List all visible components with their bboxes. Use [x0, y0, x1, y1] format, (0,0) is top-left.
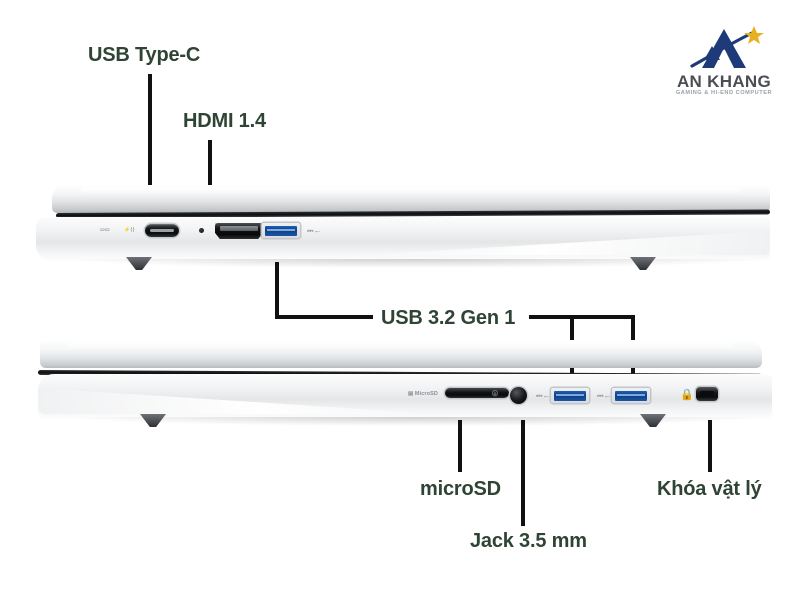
port-audio-jack — [510, 387, 527, 404]
port-usb-3-2-gen1-first — [551, 388, 589, 403]
port-hdmi — [215, 223, 263, 239]
usb-port-insert — [554, 390, 586, 401]
leader-line-usb-type-c — [148, 74, 152, 232]
padlock-icon: 🔒 — [680, 389, 694, 401]
usb-c-power-marking: ▭▭ — [100, 227, 110, 233]
port-usb-type-c — [145, 224, 179, 237]
callout-label-usb-type-c: USB Type-C — [88, 44, 201, 66]
callout-label-hdmi: HDMI 1.4 — [183, 110, 266, 132]
port-usb-3-2-gen1 — [262, 223, 300, 238]
brand-tagline: GAMING & HI-END COMPUTER — [675, 90, 773, 96]
usb-port-insert — [615, 390, 647, 401]
laptop-drop-shadow-top — [70, 259, 760, 268]
microsd-silkscreen-label: ▤ MicroSD — [408, 391, 438, 397]
status-led-pinhole — [199, 228, 204, 233]
usb-port-insert — [265, 225, 297, 236]
laptop-left-side-view: ▭▭ ⚡⟨⟩ HDMI ⎓← — [30, 185, 771, 275]
thunderbolt-icon: ⚡⟨⟩ — [124, 227, 135, 233]
port-usb-3-2-gen1-second — [612, 388, 650, 403]
leader-line-usb32-top-horizontal — [275, 315, 373, 319]
leader-line-microsd — [458, 404, 462, 472]
port-microsd — [445, 388, 509, 398]
callout-label-microsd: microSD — [420, 478, 501, 500]
leader-line-jack — [521, 404, 525, 526]
leader-line-lock — [708, 404, 712, 472]
port-kensington-lock — [696, 387, 718, 401]
brand-name: AN KHANG — [676, 72, 771, 91]
an-khang-mark-icon — [690, 26, 764, 68]
usb-trident-icon: ⎓← — [536, 391, 551, 400]
leader-line-usb32-top-vertical — [275, 248, 279, 319]
laptop-drop-shadow-bottom — [70, 417, 760, 426]
usb-trident-icon: ⎓← — [307, 226, 322, 235]
usb-trident-icon: ⎓← — [597, 391, 612, 400]
brand-logo: AN KHANG GAMING & HI-END COMPUTER — [668, 26, 780, 102]
laptop-right-side-view: ▤ MicroSD ⌾ ⎓← ⎓← 🔒 — [30, 340, 772, 435]
callout-label-jack: Jack 3.5 mm — [470, 530, 587, 552]
leader-line-usb32-bracket-horizontal — [529, 315, 635, 319]
headphone-icon: ⌾ — [492, 389, 499, 400]
callout-label-usb-32-gen1: USB 3.2 Gen 1 — [381, 307, 516, 329]
laptop-lid-top — [52, 185, 770, 213]
callout-label-lock: Khóa vật lý — [657, 478, 762, 500]
laptop-lid-bottom — [40, 340, 762, 368]
